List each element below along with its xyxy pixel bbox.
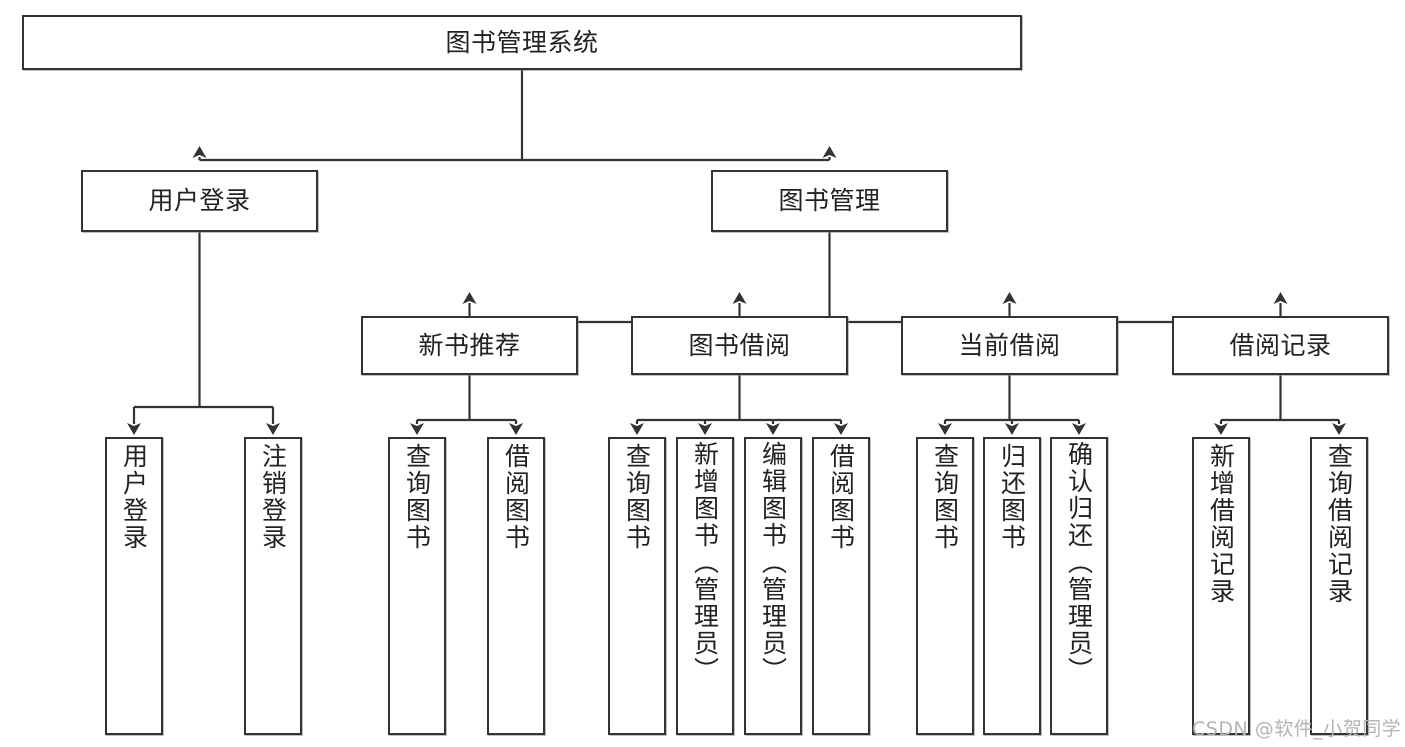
node-label: 借阅图书	[826, 443, 856, 551]
node-book-management[interactable]: 图书管理	[711, 170, 948, 232]
leaf-borrow-book-recommend[interactable]: 借阅图书	[487, 437, 545, 735]
node-label: 用户登录	[148, 186, 251, 216]
node-label: 借阅图书	[501, 443, 531, 551]
leaf-confirm-return-admin[interactable]: 确认归还（管理员）	[1050, 437, 1108, 735]
node-label: 图书管理	[778, 186, 881, 216]
leaf-user-login[interactable]: 用户登录	[105, 437, 163, 735]
node-label: 新增图书（管理员）	[690, 441, 720, 684]
node-label: 查询图书	[402, 443, 432, 551]
node-label: 查询图书	[622, 443, 652, 551]
leaf-edit-book-admin[interactable]: 编辑图书（管理员）	[744, 437, 802, 735]
node-book-borrowing[interactable]: 图书借阅	[631, 316, 848, 375]
node-label: 查询图书	[930, 443, 960, 551]
csdn-watermark: CSDN @软件_小贺同学	[1192, 718, 1402, 740]
leaf-return-book[interactable]: 归还图书	[983, 437, 1041, 735]
node-label: 借阅记录	[1229, 330, 1332, 360]
node-label: 归还图书	[997, 443, 1027, 551]
node-label: 当前借阅	[958, 330, 1061, 360]
node-current-borrowing[interactable]: 当前借阅	[901, 316, 1118, 375]
node-label: 图书借阅	[688, 330, 791, 360]
node-borrowing-record[interactable]: 借阅记录	[1172, 316, 1389, 375]
node-label: 图书管理系统	[445, 27, 599, 57]
leaf-query-book-recommend[interactable]: 查询图书	[388, 437, 446, 735]
node-label: 编辑图书（管理员）	[758, 441, 788, 684]
leaf-logout[interactable]: 注销登录	[244, 437, 302, 735]
leaf-query-book-borrow[interactable]: 查询图书	[608, 437, 666, 735]
node-label: 查询借阅记录	[1324, 443, 1354, 605]
leaf-query-book-current[interactable]: 查询图书	[916, 437, 974, 735]
node-label: 新增借阅记录	[1206, 443, 1236, 605]
node-label: 确认归还（管理员）	[1064, 441, 1094, 684]
leaf-query-borrow-record[interactable]: 查询借阅记录	[1310, 437, 1368, 735]
node-book-management-system[interactable]: 图书管理系统	[22, 15, 1022, 70]
node-label: 用户登录	[119, 443, 149, 551]
node-user-login[interactable]: 用户登录	[81, 170, 318, 232]
leaf-add-borrow-record[interactable]: 新增借阅记录	[1192, 437, 1250, 735]
node-new-book-recommendation[interactable]: 新书推荐	[361, 316, 578, 375]
leaf-borrow-book[interactable]: 借阅图书	[812, 437, 870, 735]
leaf-add-book-admin[interactable]: 新增图书（管理员）	[676, 437, 734, 735]
node-label: 注销登录	[258, 443, 288, 551]
node-label: 新书推荐	[418, 330, 521, 360]
